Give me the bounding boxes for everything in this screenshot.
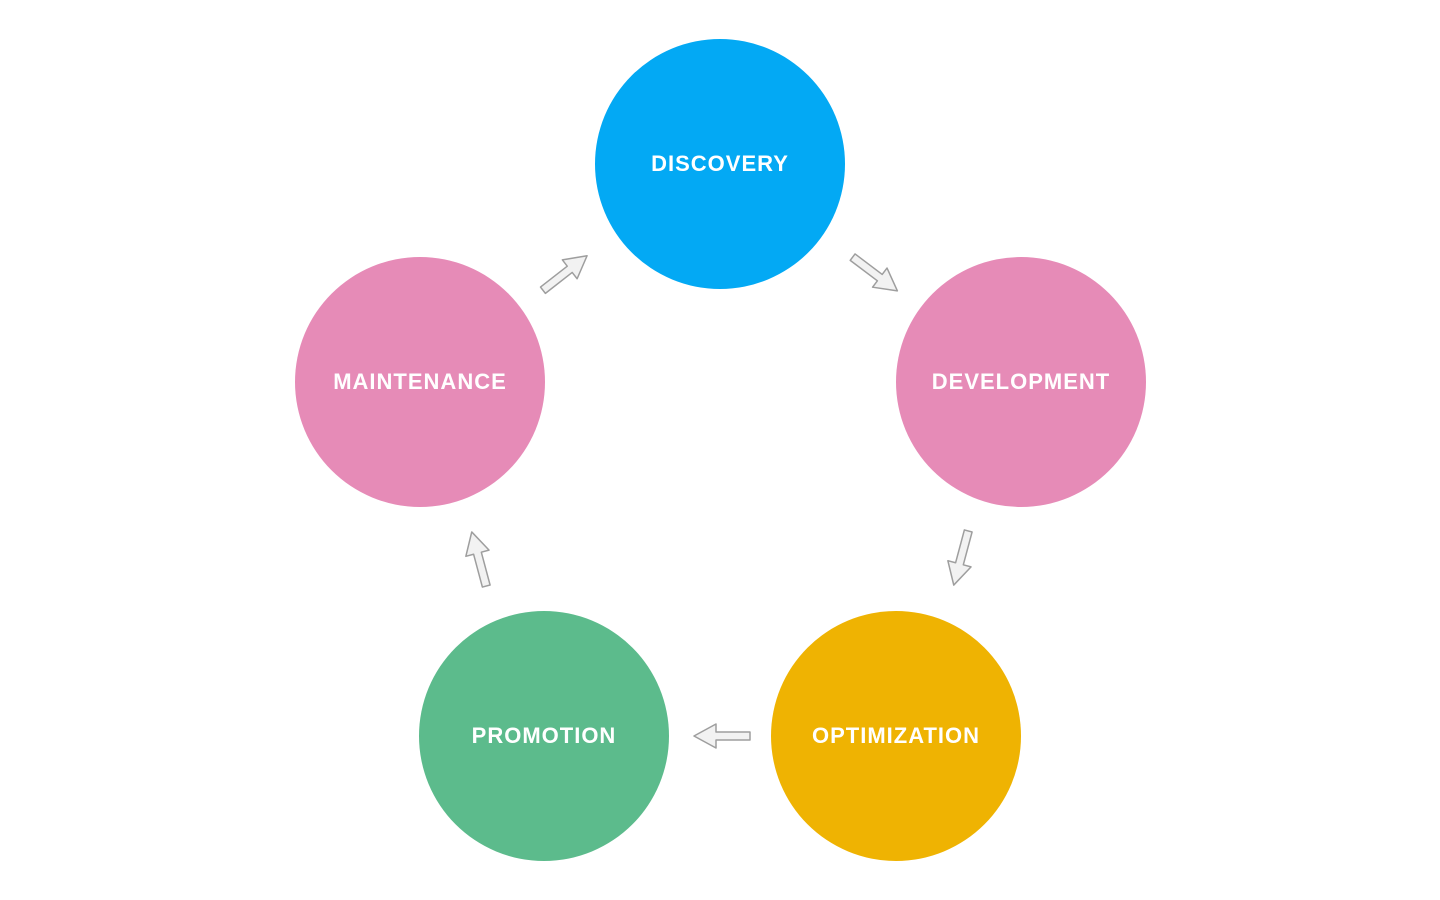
arrow-icon (849, 253, 899, 292)
arrow-icon (693, 723, 751, 749)
node-discovery: DISCOVERY (595, 39, 845, 289)
node-maintenance: MAINTENANCE (295, 257, 545, 507)
node-promotion-label: PROMOTION (471, 723, 617, 748)
node-optimization-label: OPTIMIZATION (811, 723, 981, 748)
node-development: DEVELOPMENT (896, 257, 1146, 507)
arrow-optimization-to-promotion (692, 722, 752, 750)
arrow-discovery-to-development (843, 245, 908, 303)
node-discovery-label: DISCOVERY (651, 151, 789, 176)
node-promotion: PROMOTION (419, 611, 669, 861)
node-maintenance-label: MAINTENANCE (333, 369, 507, 394)
arrow-promotion-to-maintenance (458, 526, 501, 591)
arrow-icon (465, 531, 491, 588)
node-optimization: OPTIMIZATION (771, 611, 1021, 861)
arrow-development-to-optimization (940, 525, 983, 590)
arrow-icon (539, 255, 588, 295)
arrow-maintenance-to-discovery (533, 243, 598, 302)
node-development-label: DEVELOPMENT (931, 369, 1111, 394)
arrow-icon (947, 529, 973, 586)
